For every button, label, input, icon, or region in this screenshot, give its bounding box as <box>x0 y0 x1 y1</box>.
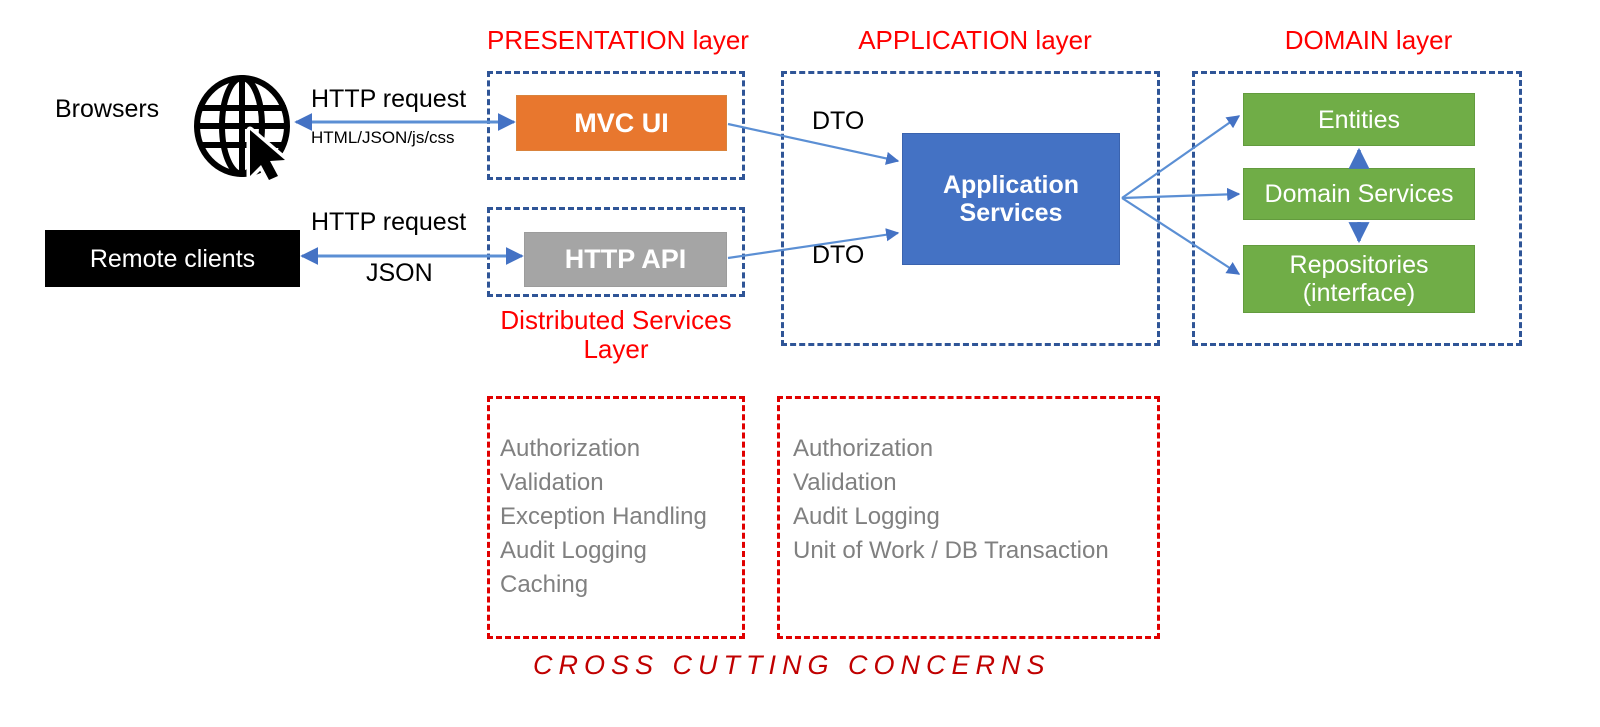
edge-label-dto-bottom: DTO <box>812 241 865 269</box>
application-concerns-container <box>777 396 1160 639</box>
edge-label-remote-response: JSON <box>366 259 433 287</box>
globe-with-cursor-icon <box>188 72 296 184</box>
application-concerns-list: Authorization Validation Audit Logging U… <box>793 435 1109 565</box>
repositories-box: Repositories (interface) <box>1243 245 1475 313</box>
layer-label-presentation: PRESENTATION layer <box>487 25 749 55</box>
presentation-concerns-container <box>487 396 745 639</box>
edge-label-browser-response: HTML/JSON/js/css <box>311 128 455 147</box>
cross-cutting-concerns-caption: CROSS CUTTING CONCERNS <box>533 650 1051 680</box>
http-api-box: HTTP API <box>524 232 727 287</box>
application-services-box: Application Services <box>902 133 1120 265</box>
edge-label-remote-request: HTTP request <box>311 208 467 236</box>
layer-label-distributed-services: Distributed Services Layer <box>500 305 732 365</box>
mvc-ui-box: MVC UI <box>516 95 727 151</box>
browsers-label: Browsers <box>55 95 160 123</box>
layer-label-application: APPLICATION layer <box>858 25 1092 55</box>
edge-label-browser-request: HTTP request <box>311 85 467 113</box>
entities-box: Entities <box>1243 93 1475 146</box>
remote-clients-box: Remote clients <box>45 230 300 287</box>
layer-label-domain: DOMAIN layer <box>1284 25 1453 55</box>
presentation-concerns-list: Authorization Validation Exception Handl… <box>500 435 707 599</box>
domain-services-box: Domain Services <box>1243 168 1475 220</box>
edge-label-dto-top: DTO <box>812 107 865 135</box>
